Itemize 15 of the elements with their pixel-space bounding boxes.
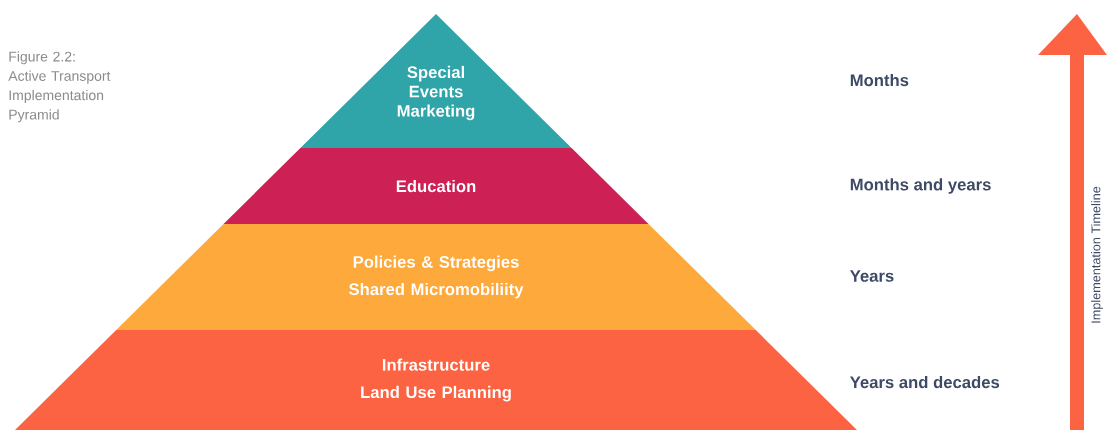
pyramid-band [300, 14, 572, 148]
timeframe-label: Months [850, 73, 909, 87]
axis-label: Implementation Timeline [1091, 186, 1103, 323]
band-label: Infrastructure [382, 358, 490, 371]
figure-caption: Figure 2.2: Active Transport Implementation Pyramid [8, 51, 111, 123]
band-label: Land Use Planning [361, 385, 511, 402]
band-label: Policies & Strategies [353, 255, 519, 272]
band-label: Shared Micromobiliity [348, 282, 524, 299]
timeframe-label: Years and decades [850, 375, 1000, 389]
band-label: Education [396, 179, 476, 193]
timeframe-label: Years [850, 270, 894, 282]
pyramid-band [116, 224, 756, 330]
timeframe-label: Months and years [850, 178, 991, 194]
band-label: Special Events Marketing [397, 65, 475, 121]
pyramid-band [223, 148, 649, 224]
